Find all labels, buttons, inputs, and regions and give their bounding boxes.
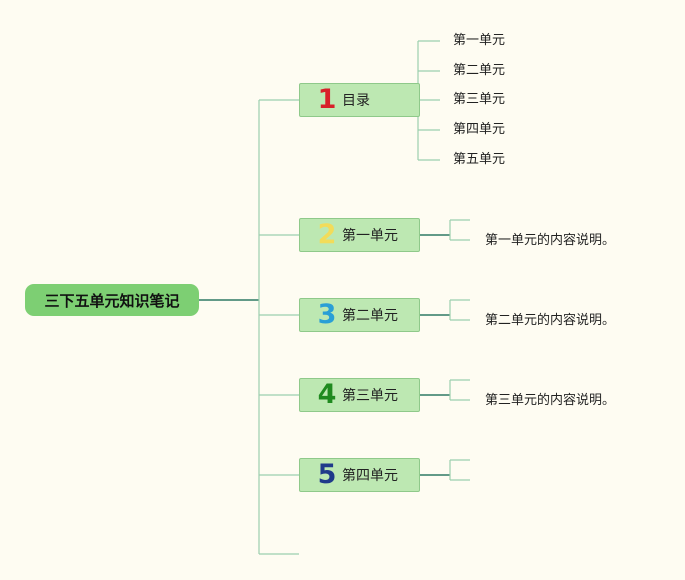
number-five-icon: 5	[317, 459, 337, 490]
unit-description[interactable]: 第一单元的内容说明。	[485, 233, 616, 248]
branch-label: 第三单元	[342, 388, 398, 404]
unit-description[interactable]: 第二单元的内容说明。	[485, 313, 616, 328]
toc-item[interactable]: 第五单元	[453, 152, 506, 167]
toc-item[interactable]: 第一单元	[453, 33, 506, 48]
toc-item[interactable]: 第二单元	[453, 63, 506, 78]
branch-unit-3[interactable]: 4 第三单元	[299, 378, 420, 412]
branch-unit-1[interactable]: 2 第一单元	[299, 218, 420, 252]
number-two-icon: 2	[317, 219, 337, 250]
root-topic-label: 三下五单元知识笔记	[44, 291, 180, 310]
number-one-icon: 1	[317, 84, 337, 115]
branch-toc[interactable]: 1 目录	[299, 83, 420, 117]
branch-label: 目录	[342, 93, 370, 109]
toc-item[interactable]: 第四单元	[453, 122, 506, 137]
branch-unit-2[interactable]: 3 第二单元	[299, 298, 420, 332]
branch-label: 第一单元	[342, 228, 398, 244]
root-topic[interactable]: 三下五单元知识笔记	[25, 284, 199, 316]
branch-label: 第四单元	[342, 468, 398, 484]
branch-label: 第二单元	[342, 308, 398, 324]
number-four-icon: 4	[317, 379, 337, 410]
branch-unit-4[interactable]: 5 第四单元	[299, 458, 420, 492]
toc-item[interactable]: 第三单元	[453, 92, 506, 107]
unit-description[interactable]: 第三单元的内容说明。	[485, 393, 616, 408]
number-three-icon: 3	[317, 299, 337, 330]
